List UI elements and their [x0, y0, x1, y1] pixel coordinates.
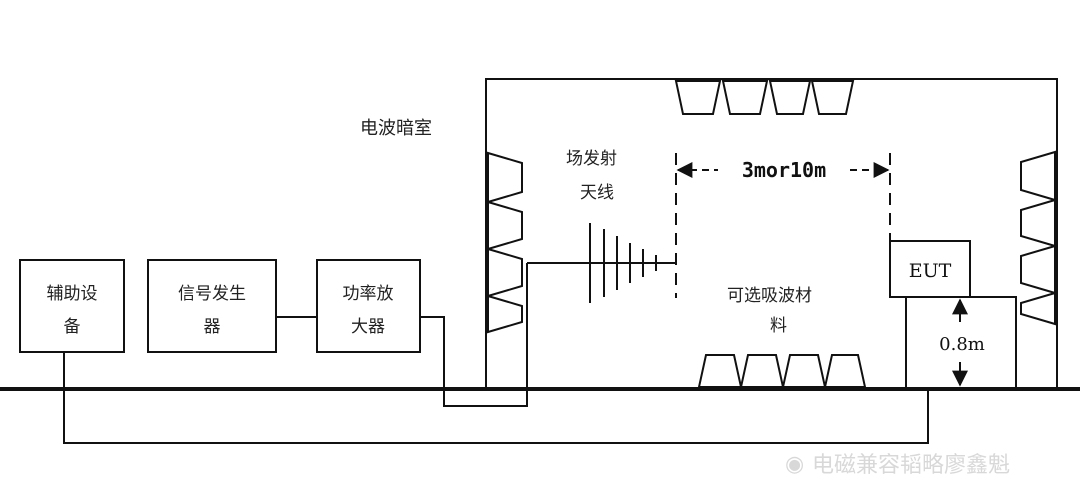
left-wall-absorbers [487, 151, 523, 334]
signal-generator-box [147, 259, 277, 353]
antenna-label-line1: 场发射 [566, 149, 617, 169]
floor-absorbers [697, 354, 867, 388]
distance-label: 3mor10m [742, 158, 826, 182]
top-absorbers [674, 80, 855, 115]
absorber-label-line1: 可选吸波材 [727, 286, 812, 306]
siggen-label-line2: 器 [204, 317, 221, 337]
antenna-icon [527, 223, 676, 303]
power-amplifier-box [316, 259, 421, 353]
chamber-label: 电波暗室 [360, 118, 432, 139]
eut-label: EUT [909, 260, 952, 282]
siggen-label-line1: 信号发生 [178, 284, 246, 304]
watermark-logo-icon: ◉ [785, 452, 804, 477]
auxiliary-equipment-box [19, 259, 125, 353]
antenna-label-line2: 天线 [580, 183, 614, 203]
eut-table [890, 296, 1017, 387]
height-label: 0.8m [939, 334, 985, 355]
watermark: 电磁兼容韬略廖鑫魁 [812, 453, 1010, 478]
amp-label-line2: 大器 [351, 317, 385, 337]
anechoic-chamber [485, 78, 1058, 390]
absorber-label-line2: 料 [770, 316, 787, 336]
amp-label-line1: 功率放 [343, 284, 394, 304]
aux-label-line2: 备 [64, 317, 81, 337]
eut-box [889, 240, 971, 298]
right-wall-absorbers [1020, 150, 1056, 326]
aux-label-line1: 辅助设 [47, 284, 98, 304]
cables [63, 263, 929, 444]
